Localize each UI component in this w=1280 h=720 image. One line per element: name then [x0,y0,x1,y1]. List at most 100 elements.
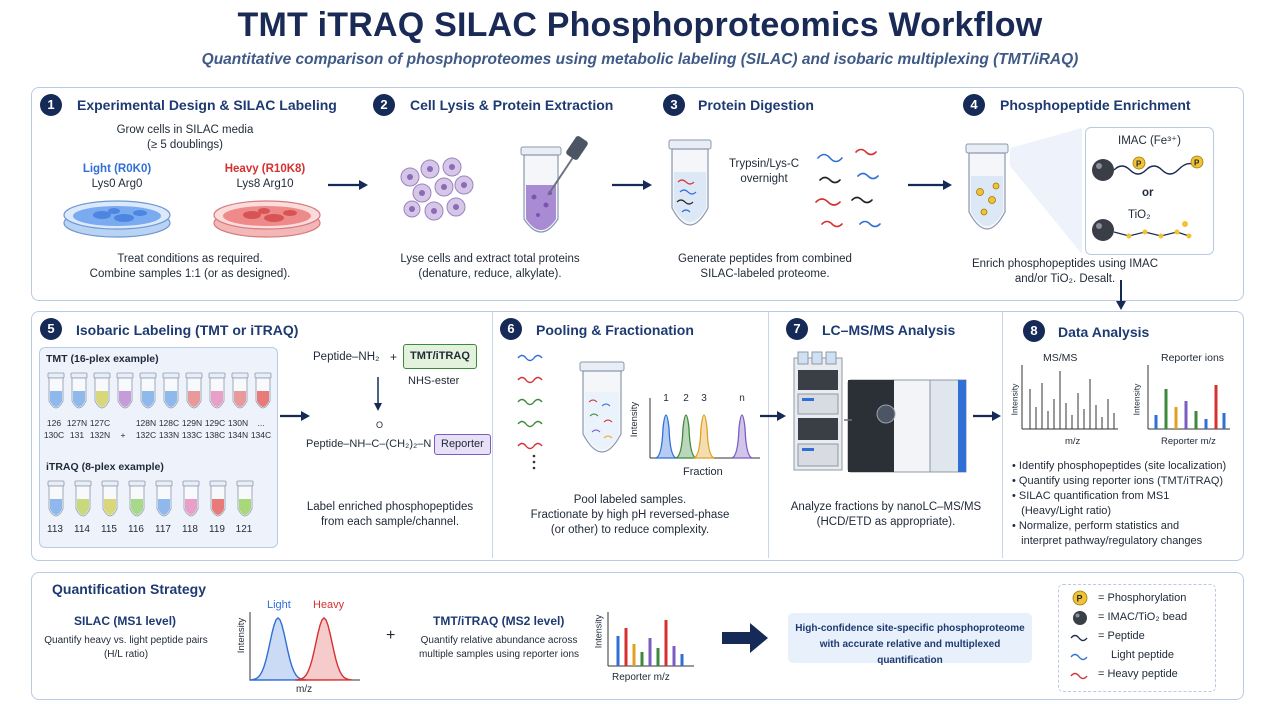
tmt-tube [70,372,88,409]
tmt-tube [93,372,111,409]
msms-title: MS/MS [1043,352,1078,364]
tmt-channel-label: 134C [250,430,272,440]
digestion-tube-icon [668,139,712,226]
itraq-tube [209,480,227,517]
heavy-petri-dish [213,200,321,238]
tmt-channel-label: 129N [181,418,203,428]
tio2-label: TiO₂ [1128,209,1151,221]
tmt-quant-xlabel: Reporter m/z [612,672,670,683]
quant-reporter-bar [648,638,652,666]
result-box: High-confidence site-specific phosphopro… [788,613,1032,666]
tmt-channel-label: 130C [43,430,65,440]
step3-number: 3 [663,94,685,116]
arrow-1-2 [328,180,368,190]
silac-light-label: Light [267,599,291,611]
legend-box [1058,584,1216,692]
fraction-peak [693,414,715,459]
quant-title: Quantification Strategy [52,581,207,597]
tmt-channel-label: 126 [46,418,62,428]
reaction-peptide: Peptide–NH₂ [313,351,380,363]
product-o: O [376,420,384,430]
itraq-header: iTRAQ (8-plex example) [46,461,164,473]
tmt-channel-label: 129C [204,418,226,428]
lysis-tube-icon [520,136,588,233]
reporter-ylabel: Intensity [1131,383,1142,416]
itraq-channel-label: 114 [74,524,90,535]
divider-5-6 [492,312,494,558]
legend-light-peptide: Light peptide [1111,649,1174,661]
reporter-xlabel: Reporter m/z [1161,436,1216,447]
itraq-tube [47,480,65,517]
heavy-label: Heavy (R10K8)Lys8 Arg10 [224,163,306,190]
msms-xlabel: m/z [1065,436,1081,447]
bead-legend-icon [1073,611,1087,625]
step8-title: Data Analysis [1058,324,1150,340]
quant-reporter-bar [664,620,668,666]
step4-title: Phosphopeptide Enrichment [1000,97,1191,113]
frac-xlabel: Fraction [683,466,723,478]
reporter-ion-bar [1154,415,1158,429]
quant-reporter-bar [616,636,620,666]
fraction-labels: 1 2 3 n [648,393,762,407]
reporter-ion-bar [1194,411,1198,429]
arrow-7-8 [973,411,1001,421]
silac-description: Quantify heavy vs. light peptide pairs(H… [44,635,208,660]
tmt-channel-label: 133N [158,430,180,440]
fraction-peak [731,414,753,459]
phosphorylation-legend-icon: P [1072,590,1088,606]
fractionation-chart [649,398,760,459]
step6-description: Pool labeled samples.Fractionate by high… [530,494,730,536]
light-label: Light (R0K0)Lys0 Arg0 [82,163,152,190]
itraq-tubes-row [47,480,254,517]
legend-heavy-peptide: = Heavy peptide [1098,668,1178,680]
fraction-label: n [739,393,745,404]
result-arrow [722,623,768,653]
tmt-tube [162,372,180,409]
itraq-tube [128,480,146,517]
reporter-ion-bar [1174,407,1178,429]
itraq-channel-label: 113 [47,524,63,535]
fraction-label: 3 [701,393,707,404]
peptide-legend-icon [1070,634,1088,642]
tmt-channel-label: 138C [204,430,226,440]
tmt-tube [139,372,157,409]
labeled-peptides-column [517,354,543,470]
arrow-2-3 [612,180,652,190]
step5-title: Isobaric Labeling (TMT or iTRAQ) [76,322,299,338]
step2-title: Cell Lysis & Protein Extraction [410,97,614,113]
silac-title: SILAC (MS1 level) [74,614,177,628]
itraq-tube [155,480,173,517]
step1-number: 1 [40,94,62,116]
itraq-tube [182,480,200,517]
tmt-channel-label: 127N [66,418,88,428]
step6-number: 6 [500,318,522,340]
quant-reporter-bar [672,646,676,666]
step7-title: LC–MS/MS Analysis [822,322,956,338]
fraction-peak [655,414,677,459]
tmt-channel-label: 132C [135,430,157,440]
step2-description: Lyse cells and extract total proteins(de… [400,253,580,280]
tmt-tube [185,372,203,409]
phospho-glyph: P [1077,594,1083,604]
step7-description: Analyze fractions by nanoLC–MS/MS(HCD/ET… [790,501,982,528]
imac-bead-icon: P P [1092,155,1204,181]
silac-ylabel: Intensity [236,617,248,654]
reaction-arrow [374,377,382,411]
tmt-channel-label: 132N [89,430,111,440]
light-petri-dish [63,200,171,238]
reporter-ion-bar [1204,419,1208,429]
fraction-label: 1 [663,393,669,404]
tmt-channel-label: 128N [135,418,157,428]
analysis-bullet: • Normalize, perform statistics and [1012,520,1180,532]
itraq-tube [74,480,92,517]
itraq-channel-label: 117 [155,524,171,535]
tmt-tube [47,372,65,409]
fraction-label: 2 [683,393,689,404]
tmt-tube [254,372,272,409]
tmt-quant-ylabel: Intensity [593,614,604,649]
